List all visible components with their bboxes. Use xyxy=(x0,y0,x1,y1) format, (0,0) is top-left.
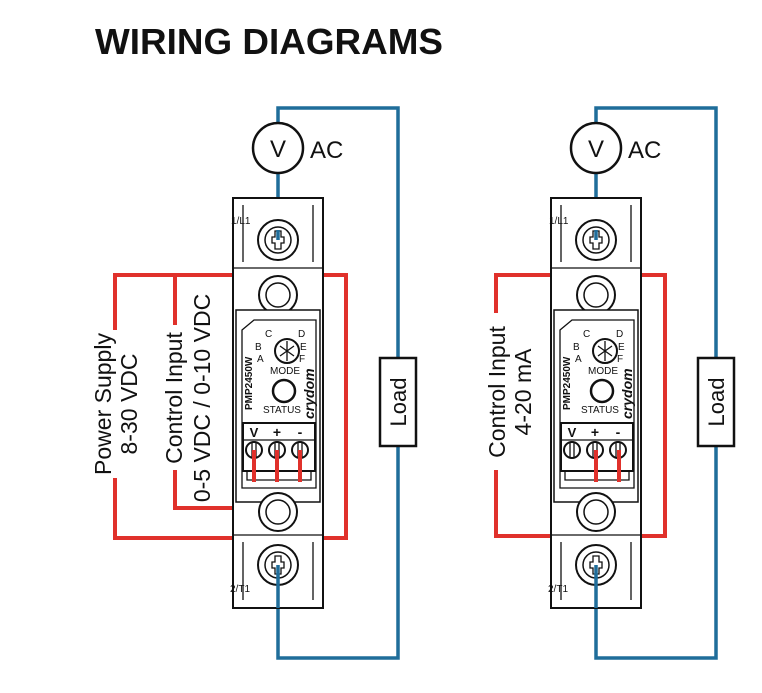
dial-letter-d: D xyxy=(298,329,305,340)
dial-letter-d: D xyxy=(616,329,623,340)
terminal-top-label: 1/L1 xyxy=(549,216,569,227)
voltmeter-symbol: V xyxy=(588,136,604,163)
load: Load xyxy=(696,356,736,448)
mode-dial[interactable] xyxy=(592,338,618,364)
load-label: Load xyxy=(704,378,729,427)
dial-letter-f: F xyxy=(299,354,305,365)
status-label: STATUS xyxy=(263,405,301,416)
terminal-bottom-label: 2/T1 xyxy=(548,584,568,595)
body-rails xyxy=(551,205,641,600)
voltmeter: V AC xyxy=(569,121,661,175)
dial-letter-a: A xyxy=(257,354,264,365)
load: Load xyxy=(378,356,418,448)
control-input-label: Control Input xyxy=(161,332,187,464)
page-title: WIRING DIAGRAMS xyxy=(95,21,443,62)
mounting-hole-top xyxy=(258,275,298,315)
terminal-plus-label: + xyxy=(591,424,599,440)
terminal-screw-v xyxy=(563,441,581,459)
dial-letter-c: C xyxy=(583,329,590,340)
dial-letter-b: B xyxy=(255,342,262,353)
brand-logo: crydom xyxy=(301,368,317,419)
mounting-hole-top xyxy=(576,275,616,315)
control-input-label: Control Input xyxy=(484,326,510,458)
mode-dial[interactable] xyxy=(274,338,300,364)
model-label: PMP2450W xyxy=(562,356,573,410)
voltmeter-type: AC xyxy=(310,137,343,164)
dial-letter-f: F xyxy=(617,354,623,365)
voltmeter: V AC xyxy=(251,121,343,175)
terminal-v-label: V xyxy=(250,425,259,440)
load-box xyxy=(378,356,418,448)
mounting-hole-bottom xyxy=(576,492,616,532)
terminal-top-label: 1/L1 xyxy=(231,216,251,227)
terminal-v-label: V xyxy=(568,425,577,440)
voltmeter-circle xyxy=(251,121,305,175)
voltmeter-type: AC xyxy=(628,137,661,164)
voltmeter-circle xyxy=(569,121,623,175)
mode-label: MODE xyxy=(270,366,300,377)
load-label: Load xyxy=(386,378,411,427)
relay-device: V AC Load 1/L1 PMP2450W crydom C D B E xyxy=(230,121,418,609)
body-rails xyxy=(233,205,323,600)
status-label: STATUS xyxy=(581,405,619,416)
terminal-bottom-label: 2/T1 xyxy=(230,584,250,595)
mounting-hole-bottom xyxy=(258,492,298,532)
status-button[interactable] xyxy=(589,378,615,404)
dial-letter-a: A xyxy=(575,354,582,365)
terminal-minus-label: - xyxy=(616,424,621,440)
dial-letter-e: E xyxy=(300,342,307,353)
mode-label: MODE xyxy=(588,366,618,377)
diagram-1: Power Supply 8-30 VDC Control Input 0-5 … xyxy=(90,106,400,660)
dial-letter-b: B xyxy=(573,342,580,353)
terminal-minus-label: - xyxy=(298,424,303,440)
relay-device: V AC Load 1/L1 PMP2450W crydom C D B E xyxy=(548,121,736,609)
model-label: PMP2450W xyxy=(244,356,255,410)
voltmeter-symbol: V xyxy=(270,136,286,163)
control-range-label: 0-5 VDC / 0-10 VDC xyxy=(189,294,215,502)
power-supply-label: Power Supply xyxy=(90,333,116,475)
dial-letter-c: C xyxy=(265,329,272,340)
power-range-label: 8-30 VDC xyxy=(116,354,142,455)
dial-letter-e: E xyxy=(618,342,625,353)
status-button[interactable] xyxy=(271,378,297,404)
control-range-label: 4-20 mA xyxy=(510,348,536,436)
terminal-plus-label: + xyxy=(273,424,281,440)
brand-logo: crydom xyxy=(619,368,635,419)
load-box xyxy=(696,356,736,448)
